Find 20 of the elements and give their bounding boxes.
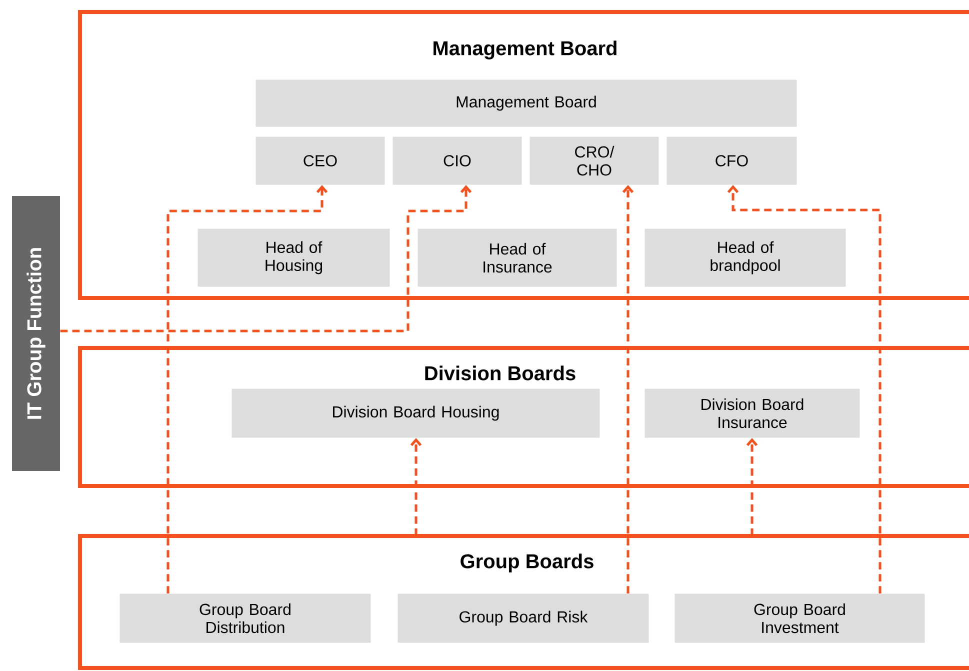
arrow — [746, 438, 758, 536]
org-box: Division Board Housing — [232, 388, 600, 438]
org-box: CRO/ CHO — [530, 136, 659, 185]
side-label-box: IT Group Function — [12, 196, 60, 471]
org-box: Head of Housing — [198, 228, 390, 287]
org-box: CFO — [666, 136, 797, 185]
org-box: Group Board Investment — [674, 594, 925, 643]
arrow — [622, 185, 634, 594]
arrow — [410, 438, 422, 536]
org-box: Group Board Distribution — [120, 594, 371, 643]
org-box: Group Board Risk — [398, 594, 649, 643]
org-box: Management Board — [256, 80, 797, 127]
org-box: Head of brandpool — [644, 228, 846, 287]
arrow — [727, 185, 882, 594]
org-box: CEO — [256, 136, 385, 185]
org-box: Division Board Insurance — [644, 388, 860, 438]
org-box: CIO — [392, 136, 522, 185]
arrow — [166, 185, 328, 594]
arrow — [60, 185, 472, 332]
org-box: Head of Insurance — [418, 228, 617, 287]
